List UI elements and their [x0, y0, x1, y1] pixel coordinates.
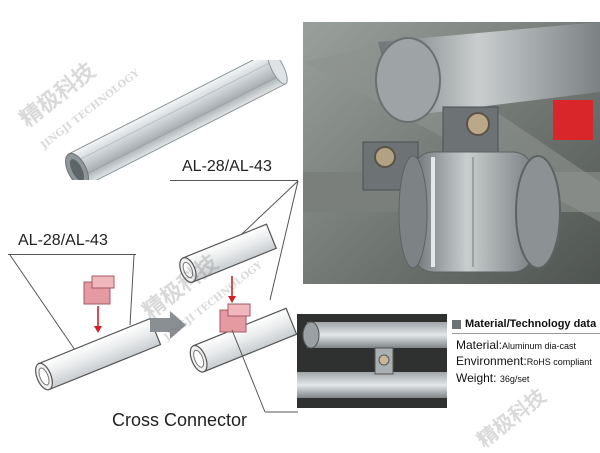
spec-material: Material:Aluminum dia-cast [456, 338, 577, 352]
assembly-diagram [0, 180, 300, 441]
flow-arrow-icon [150, 311, 186, 339]
connector-detail-photo [297, 314, 447, 408]
label-underline-left [8, 254, 136, 255]
cross-connector-label: Cross Connector [112, 410, 248, 430]
connector-left [83, 275, 115, 305]
spec-divider [452, 333, 600, 334]
spec-square-icon [452, 319, 461, 329]
product-photo [303, 22, 600, 284]
spec-title: Material/Technology data [465, 318, 597, 330]
spec-title-row: Material/Technology data [452, 318, 596, 330]
label-underline-top [170, 180, 298, 181]
connector-right [219, 303, 251, 333]
spec-panel: Material/Technology data Material:Alumin… [452, 316, 600, 408]
aluminum-tube-image [55, 60, 295, 180]
spec-environment: Environment:RoHS compliant [456, 354, 592, 368]
model-label-top: AL-28/AL-43 [182, 158, 272, 175]
spec-weight: Weight: 36g/set [456, 371, 530, 385]
model-label-left: AL-28/AL-43 [18, 232, 108, 249]
